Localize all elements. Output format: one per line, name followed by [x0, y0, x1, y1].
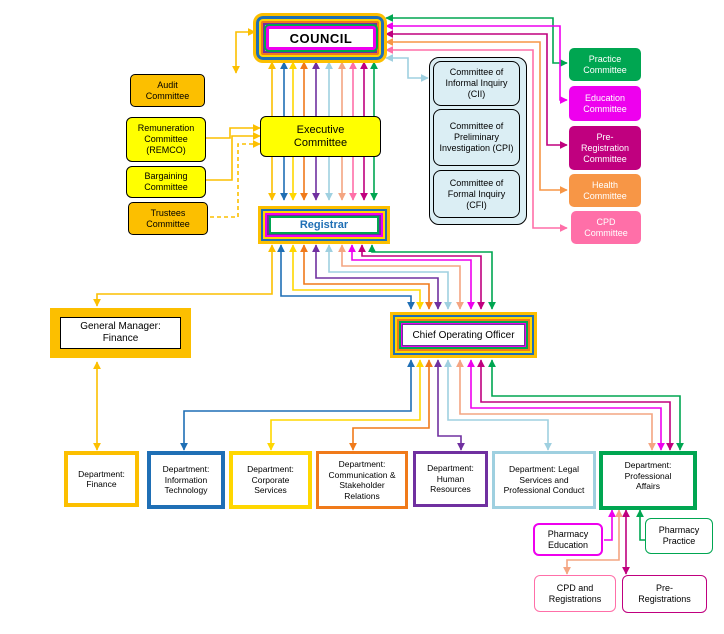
gm-finance-label: General Manager: Finance	[80, 321, 161, 344]
dept-legal: Department: Legal Services and Professio…	[492, 451, 596, 509]
registrar-coo-arrow-darkmagenta	[358, 244, 485, 310]
health-committee-label: Health Committee	[583, 179, 627, 201]
gm-finance-box: General Manager: Finance	[50, 308, 191, 358]
cpd-registrations-label: CPD and Registrations	[548, 582, 602, 604]
dept-legal-label: Department: Legal Services and Professio…	[503, 464, 585, 496]
dept-professional-label: Department: Professional Affairs	[624, 460, 672, 491]
cpd-registrations: CPD and Registrations	[534, 575, 616, 612]
coo-corporate-arrow	[267, 359, 424, 451]
coo-prof-arrow-darkmagenta	[477, 359, 674, 451]
remco-committee: Remuneration Committee (REMCO)	[126, 117, 206, 162]
executive-trustees-arrow	[191, 140, 261, 221]
cii-committee: Committee of Informal Inquiry (CII)	[433, 61, 520, 106]
council-label: COUNCIL	[289, 30, 353, 46]
bargaining-committee-label: Bargaining Committee	[144, 171, 188, 192]
pharmacy-practice-label: Pharmacy Practice	[658, 525, 700, 546]
dept-it-label: Department: Information Technology	[162, 464, 210, 496]
remco-committee-label: Remuneration Committee (REMCO)	[137, 123, 195, 155]
executive-committee: Executive Committee	[260, 116, 381, 157]
registrar-coo-arrow-green	[368, 244, 496, 310]
council-audit-arrow	[232, 28, 256, 74]
trustees-committee-label: Trustees Committee	[146, 207, 190, 229]
education-committee: Education Committee	[569, 86, 641, 121]
coo-it-arrow	[180, 359, 415, 451]
registrar-box: Registrar	[258, 206, 390, 244]
registrar-gm-arrow	[93, 244, 276, 307]
pharmacy-education-label: Pharmacy Education	[547, 528, 589, 550]
registrar-coo-arrow-lightblue	[325, 244, 452, 310]
registrar-coo-arrow-yellow	[289, 244, 424, 310]
executive-committee-label: Executive Committee	[293, 123, 348, 149]
audit-committee-label: Audit Committee	[145, 79, 190, 101]
prof-pharmacy-education-arrow	[604, 509, 616, 541]
dept-hr: Department: Human Resources	[413, 451, 488, 507]
dept-corporate: Department: Corporate Services	[229, 451, 312, 509]
cii-committee-label: Committee of Informal Inquiry (CII)	[445, 67, 508, 99]
bargaining-committee: Bargaining Committee	[126, 166, 206, 198]
health-committee: Health Committee	[569, 174, 641, 207]
pre-registrations-label: Pre-Registrations	[638, 583, 691, 604]
registrar-label: Registrar	[299, 219, 349, 231]
dept-professional: Department: Professional Affairs	[599, 451, 697, 510]
dept-finance-label: Department: Finance	[78, 468, 125, 490]
dept-corporate-label: Department: Corporate Services	[247, 464, 294, 496]
coo-label: Chief Operating Officer	[412, 329, 515, 341]
practice-committee-label: Practice Committee	[583, 53, 627, 75]
cpi-committee-label: Committee of Preliminary Investigation (…	[439, 121, 514, 153]
pharmacy-practice: Pharmacy Practice	[645, 518, 713, 554]
dept-finance: Department: Finance	[64, 451, 139, 507]
preregistration-committee-label: Pre-Registration Committee	[580, 131, 630, 164]
dept-hr-label: Department: Human Resources	[427, 463, 474, 495]
cfi-committee-label: Committee of Formal Inquiry (CFI)	[447, 177, 506, 210]
cpi-committee: Committee of Preliminary Investigation (…	[433, 109, 520, 166]
audit-committee: Audit Committee	[130, 74, 205, 107]
dept-communication: Department: Communication & Stakeholder …	[316, 451, 408, 509]
registrar-coo-arrow-blue	[277, 244, 415, 310]
dept-communication-label: Department: Communication & Stakeholder …	[328, 459, 396, 501]
registrar-coo-arrow-salmon	[338, 244, 464, 310]
trustees-committee: Trustees Committee	[128, 202, 208, 235]
coo-hr-arrow	[434, 359, 465, 451]
education-committee-label: Education Committee	[583, 92, 627, 114]
preregistration-committee: Pre-Registration Committee	[569, 126, 641, 170]
dept-it: Department: Information Technology	[147, 451, 225, 509]
practice-committee: Practice Committee	[569, 48, 641, 81]
prof-cpd-registrations-arrow	[563, 509, 623, 575]
cpd-committee-label: CPD Committee	[584, 216, 628, 238]
pharmacy-education: Pharmacy Education	[533, 523, 603, 556]
council-inquiry-arrow	[385, 54, 429, 82]
cpd-committee: CPD Committee	[571, 211, 641, 244]
coo-communication-arrow	[349, 359, 433, 451]
cfi-committee: Committee of Formal Inquiry (CFI)	[433, 170, 520, 218]
coo-box: Chief Operating Officer	[390, 312, 537, 358]
coo-prof-arrow-magenta	[467, 359, 665, 451]
pre-registrations: Pre-Registrations	[622, 575, 707, 613]
prof-pharmacy-practice-arrow	[636, 509, 645, 541]
council-cpd-arrow	[385, 46, 568, 232]
coo-legal-arrow	[444, 359, 552, 451]
council-box: COUNCIL	[253, 13, 387, 63]
coo-prof-arrow-green	[488, 359, 684, 451]
coo-prof-arrow-salmon	[456, 359, 656, 451]
